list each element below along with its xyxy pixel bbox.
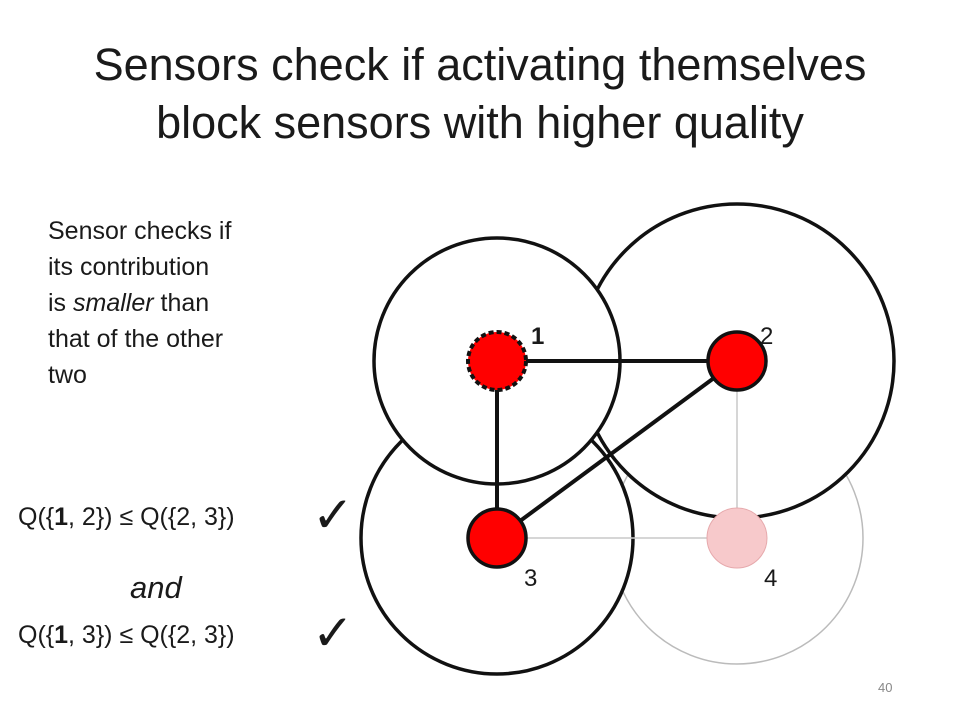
desc-line-5: two [48,361,87,389]
formula-2-bold: 1 [54,621,69,649]
sensor-node-3 [466,507,528,569]
checkmark-icon-2: ✓ [312,604,354,662]
desc-line-3a: is [48,289,73,317]
formula-1: Q({1, 2}) ≤ Q({2, 3}) [18,503,235,532]
node-label-1: 1 [531,323,544,350]
node-label-4: 4 [764,565,777,592]
desc-line-1: Sensor checks if [48,217,232,245]
formula-2: Q({1, 3}) ≤ Q({2, 3}) [18,621,235,650]
description-text: Sensor checks if its contribution is sma… [48,213,318,393]
desc-line-3b: than [153,289,210,317]
node-label-2: 2 [760,323,773,350]
formula-2-suffix: , 3}) ≤ Q({2, 3}) [68,621,235,649]
page-number: 40 [878,680,893,695]
formula-1-bold: 1 [54,503,69,531]
checkmark-icon-1: ✓ [312,486,354,544]
title-line-1: Sensors check if activating themselves [93,39,867,90]
slide-title: Sensors check if activating themselves b… [0,36,960,152]
title-line-2: block sensors with higher quality [156,97,804,148]
desc-emphasis: smaller [73,289,154,317]
formula-1-suffix: , 2}) ≤ Q({2, 3}) [68,503,235,531]
node-label-3: 3 [524,565,537,592]
formula-1-prefix: Q({ [18,503,55,531]
desc-line-2: its contribution [48,253,210,281]
formula-2-prefix: Q({ [18,621,55,649]
and-label: and [130,570,182,605]
sensor-node-2 [706,330,768,392]
edge-2-3 [495,359,739,540]
desc-line-4: that of the other [48,325,224,353]
sensor-node-4 [706,507,768,569]
sensor-node-1 [466,330,528,392]
